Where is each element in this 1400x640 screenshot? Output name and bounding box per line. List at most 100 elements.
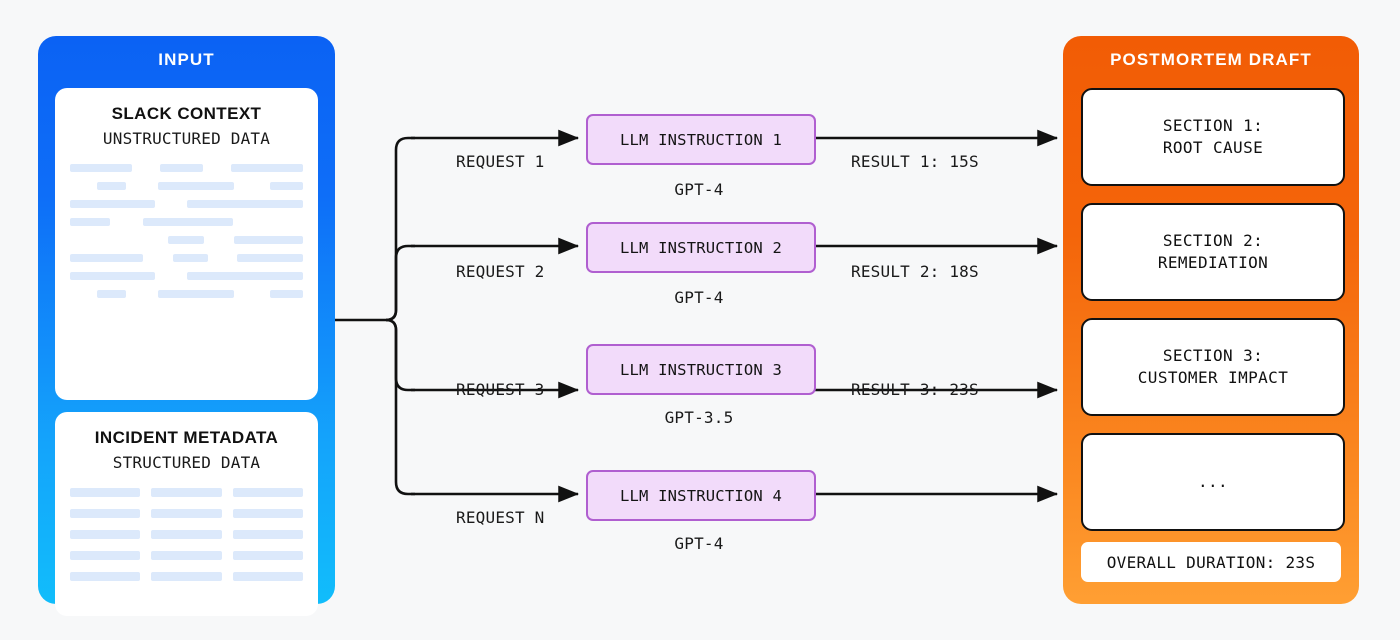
placeholder-bar (151, 488, 222, 497)
wire-branch-up-far (385, 136, 415, 322)
placeholder-line-row (70, 200, 303, 208)
placeholder-bar (70, 272, 156, 280)
placeholder-bar (151, 530, 222, 539)
slack-context-card: SLACK CONTEXT UNSTRUCTURED DATA (55, 88, 318, 400)
result-label-1: RESULT 1: 15S (851, 152, 979, 171)
incident-metadata-subheading: STRUCTURED DATA (112, 453, 261, 472)
placeholder-gap (141, 164, 151, 172)
placeholder-bar (151, 572, 222, 581)
placeholder-bar (158, 182, 235, 190)
placeholder-bar (70, 551, 141, 560)
placeholder-bar (167, 236, 205, 244)
placeholder-bar (70, 488, 141, 497)
incident-metadata-heading: INCIDENT METADATA (94, 428, 279, 447)
placeholder-line-row (70, 164, 303, 172)
section-card-3-line2: CUSTOMER IMPACT (1137, 368, 1289, 387)
placeholder-bar (70, 509, 141, 518)
placeholder-bar (232, 551, 303, 560)
placeholder-gap (70, 182, 88, 190)
placeholder-bar (232, 530, 303, 539)
placeholder-bar (70, 530, 141, 539)
model-label-3: GPT-3.5 (664, 408, 734, 427)
wire-branch-down-far (385, 318, 415, 496)
placeholder-gap (70, 236, 159, 244)
placeholder-line-row (70, 254, 304, 262)
placeholder-bar (230, 164, 303, 172)
placeholder-grid-row (70, 530, 303, 539)
placeholder-bar (70, 572, 141, 581)
slack-context-heading: SLACK CONTEXT (111, 104, 262, 123)
placeholder-gap (213, 236, 225, 244)
placeholder-line-row (70, 290, 303, 298)
output-panel: POSTMORTEM DRAFT SECTION 1: ROOT CAUSE S… (1063, 36, 1359, 604)
placeholder-bar (70, 164, 133, 172)
section-card-2[interactable]: SECTION 2: REMEDIATION (1081, 203, 1345, 301)
input-panel-title: INPUT (158, 50, 215, 69)
placeholder-bar (270, 182, 303, 190)
placeholder-bar (270, 290, 303, 298)
structured-placeholder-grid (70, 488, 303, 593)
placeholder-gap (135, 182, 149, 190)
placeholder-bar (143, 218, 233, 226)
section-card-2-line1: SECTION 2: (1162, 231, 1264, 251)
placeholder-bar (232, 572, 303, 581)
model-label-1: GPT-4 (674, 180, 724, 199)
placeholder-grid-row (70, 509, 303, 518)
slack-context-subheading: UNSTRUCTURED DATA (102, 129, 271, 148)
placeholder-bar (232, 488, 303, 497)
request-label-2: REQUEST 2 (456, 262, 545, 281)
placeholder-bar (186, 272, 303, 280)
placeholder-line-row (70, 182, 303, 190)
request-label-4: REQUEST N (456, 508, 545, 527)
request-label-3: REQUEST 3 (456, 380, 545, 399)
incident-metadata-card: INCIDENT METADATA STRUCTURED DATA (55, 412, 318, 616)
result-label-3: RESULT 3: 23S (851, 380, 979, 399)
placeholder-gap (135, 290, 149, 298)
placeholder-gap (164, 272, 177, 280)
placeholder-bar (97, 182, 126, 190)
placeholder-bar (151, 509, 222, 518)
input-panel: INPUT SLACK CONTEXT UNSTRUCTURED DATA IN… (38, 36, 335, 616)
section-card-4-line1: ... (1197, 472, 1229, 492)
llm-instruction-box-3[interactable]: LLM INSTRUCTION 3 (586, 344, 816, 395)
wire-branch-up-near (385, 244, 415, 322)
placeholder-line-row (70, 272, 303, 280)
request-label-1: REQUEST 1 (456, 152, 545, 171)
placeholder-gap (70, 290, 88, 298)
placeholder-grid-row (70, 488, 303, 497)
unstructured-placeholder-lines (70, 164, 304, 308)
placeholder-gap (119, 218, 134, 226)
section-card-1-line2: ROOT CAUSE (1162, 138, 1264, 157)
placeholder-bar (172, 254, 208, 262)
placeholder-bar (70, 254, 144, 262)
placeholder-gap (243, 182, 261, 190)
placeholder-bar (151, 551, 222, 560)
section-card-3[interactable]: SECTION 3: CUSTOMER IMPACT (1081, 318, 1345, 416)
placeholder-gap (243, 290, 261, 298)
placeholder-bar (160, 164, 203, 172)
placeholder-bar (234, 236, 304, 244)
placeholder-bar (97, 290, 126, 298)
placeholder-bar (70, 218, 110, 226)
placeholder-bar (70, 200, 156, 208)
placeholder-gap (212, 164, 222, 172)
section-card-1-line1: SECTION 1: (1162, 116, 1264, 136)
wire-branch-down-near (385, 318, 415, 392)
placeholder-grid-row (70, 572, 303, 581)
placeholder-line-row (70, 236, 304, 244)
section-card-4[interactable]: ... (1081, 433, 1345, 531)
output-panel-title: POSTMORTEM DRAFT (1110, 50, 1312, 69)
placeholder-bar (186, 200, 303, 208)
llm-instruction-box-4[interactable]: LLM INSTRUCTION 4 (586, 470, 816, 521)
placeholder-grid-row (70, 551, 303, 560)
section-card-1[interactable]: SECTION 1: ROOT CAUSE (1081, 88, 1345, 186)
result-label-2: RESULT 2: 18S (851, 262, 979, 281)
model-label-4: GPT-4 (674, 534, 724, 553)
overall-duration-badge: OVERALL DURATION: 23S (1081, 542, 1341, 582)
placeholder-bar (232, 509, 303, 518)
llm-instruction-box-2[interactable]: LLM INSTRUCTION 2 (586, 222, 816, 273)
section-card-3-line1: SECTION 3: (1162, 346, 1264, 366)
model-label-2: GPT-4 (674, 288, 724, 307)
llm-instruction-box-1[interactable]: LLM INSTRUCTION 1 (586, 114, 816, 165)
